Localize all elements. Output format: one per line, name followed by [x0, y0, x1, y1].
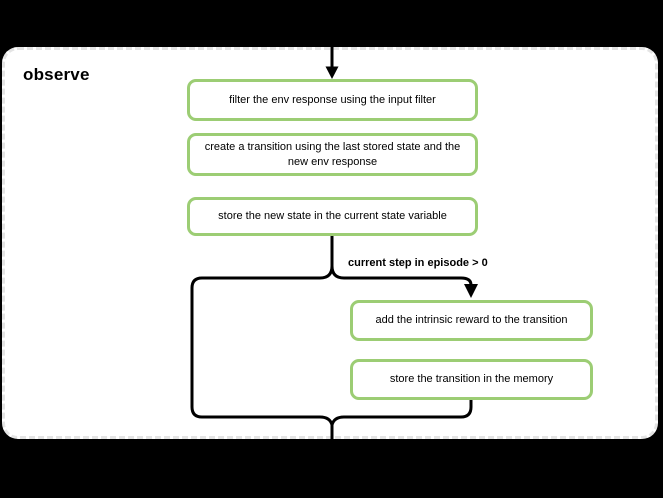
node-label: store the transition in the memory [389, 373, 554, 386]
node-store-transition: store the transition in the memory [350, 359, 593, 400]
group-title: observe [23, 65, 90, 84]
node-label: new env response [287, 155, 378, 168]
node-create-transition: create a transition using the last store… [187, 133, 478, 176]
node-filter-env-response: filter the env response using the input … [187, 79, 478, 121]
node-store-new-state: store the new state in the current state… [187, 197, 478, 236]
node-label: store the new state in the current state… [218, 210, 447, 223]
node-label: create a transition using the last store… [204, 140, 461, 153]
node-label: add the intrinsic reward to the transiti… [375, 314, 568, 327]
condition-label: current step in episode > 0 [348, 257, 488, 269]
node-label: filter the env response using the input … [229, 93, 436, 106]
node-add-intrinsic-reward: add the intrinsic reward to the transiti… [350, 300, 593, 341]
